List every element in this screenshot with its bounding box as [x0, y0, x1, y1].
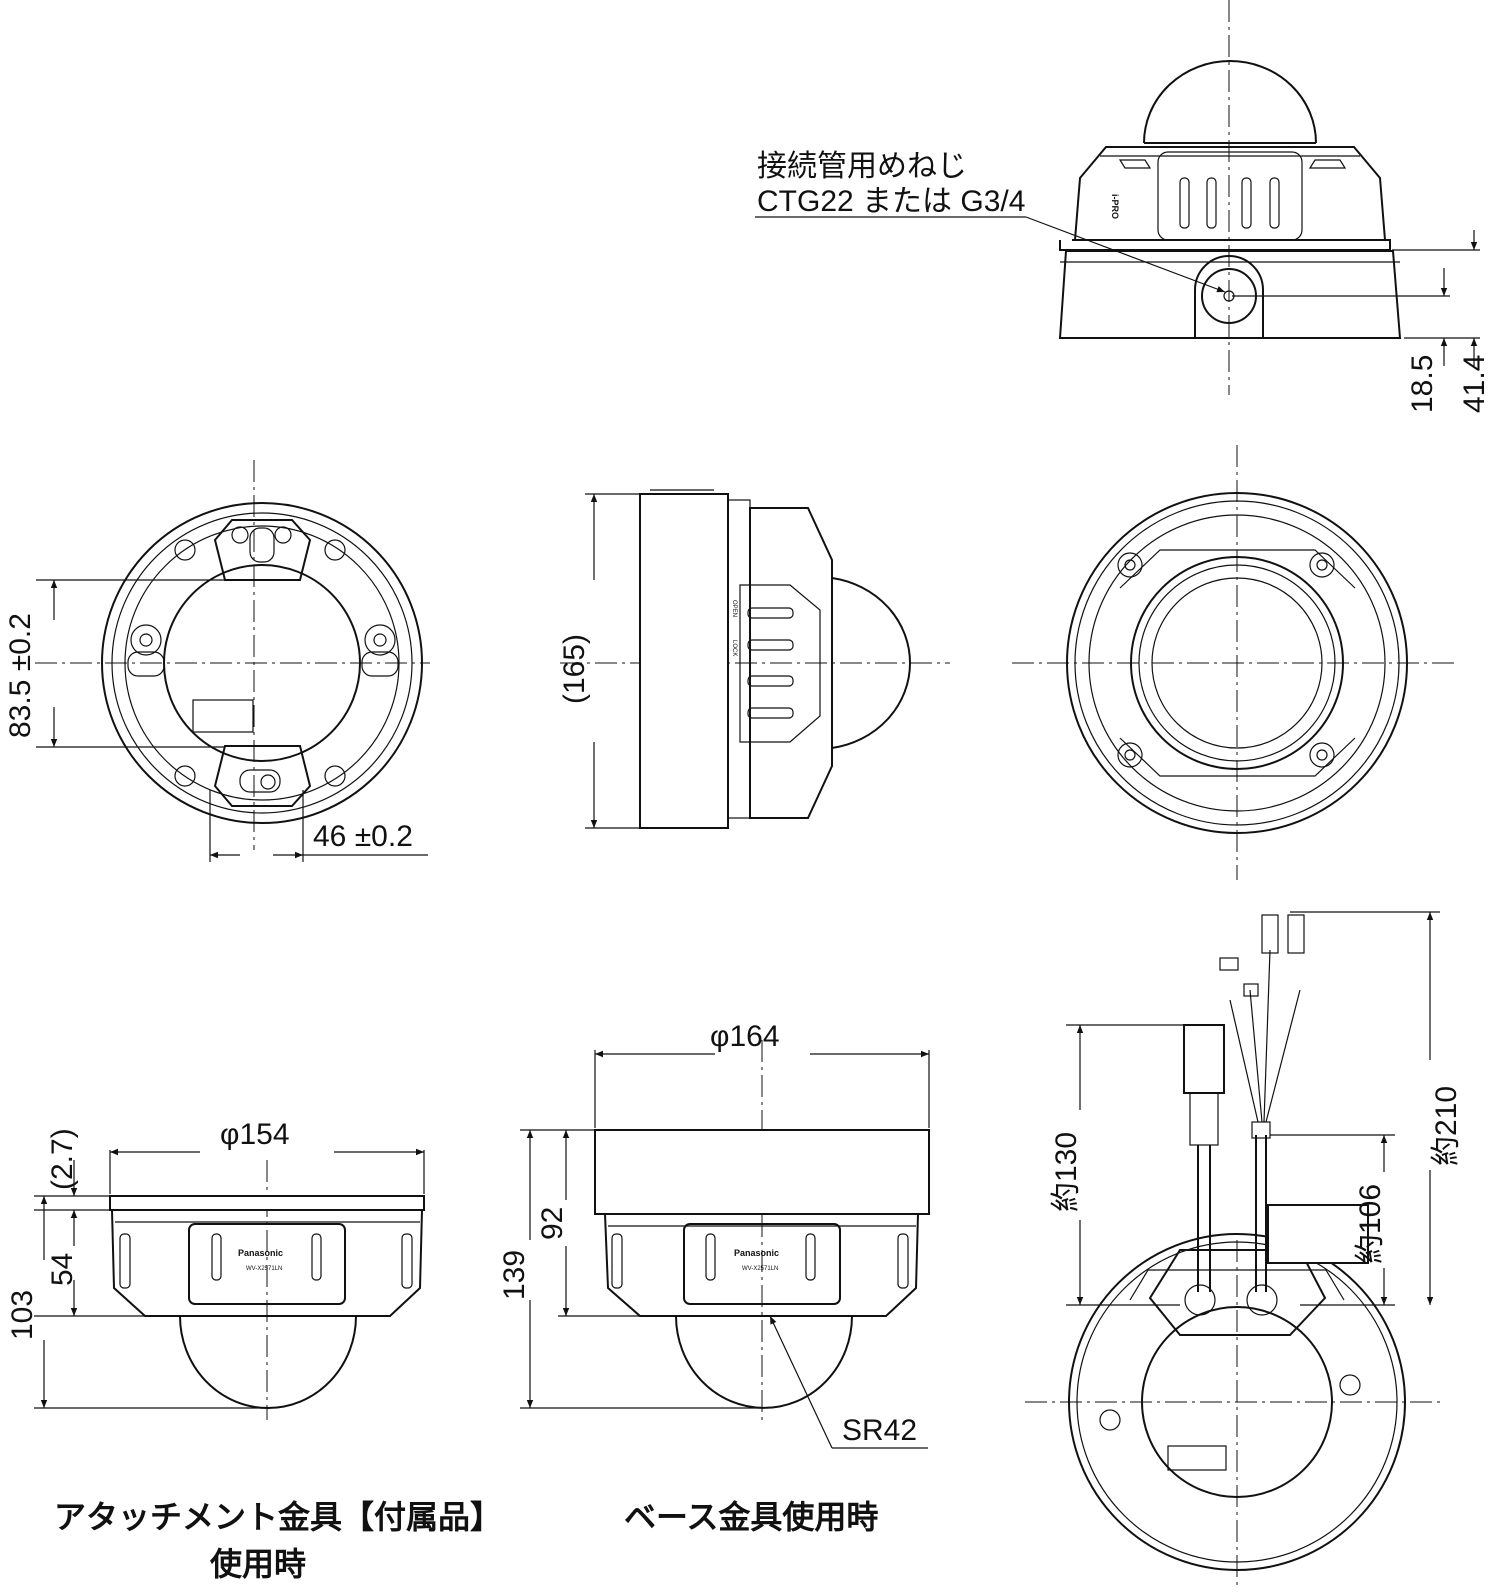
dim-sr42: SR42: [842, 1414, 917, 1447]
model-label-base: WV-X2571LN: [742, 1266, 778, 1272]
dim-2-7: (2.7): [46, 1128, 79, 1190]
side-view: OPEN LOCK (165): [558, 489, 950, 829]
lock-label: LOCK: [731, 640, 737, 656]
callout-thread-line2: CTG22 または G3/4: [757, 185, 1025, 218]
caption-attachment-line1: アタッチメント金具【付属品】: [54, 1498, 502, 1536]
dim-18-5: 18.5: [1406, 355, 1439, 413]
attachment-view: Panasonic WV-X2571LN φ154 (2.7) 54 103 ア…: [6, 1118, 502, 1583]
dim-139: 139: [498, 1250, 531, 1300]
dim-83-5: 83.5 ±0.2: [4, 613, 37, 738]
dim-106: 約106: [1354, 1184, 1387, 1264]
model-label-attachment: WV-X2571LN: [246, 1266, 282, 1272]
brand-label-base: Panasonic: [734, 1248, 779, 1258]
dim-92: 92: [536, 1207, 569, 1240]
top-view: i-PRO 接続管用めねじ CTG22 または G3/4 18.5 41.4: [755, 0, 1490, 413]
base-bottom-view: 83.5 ±0.2 46 ±0.2: [4, 460, 430, 862]
base-mount-view: Panasonic WV-X2571LN φ164 92 139 SR42 ベー…: [498, 1020, 930, 1536]
dim-165: (165): [558, 634, 591, 704]
brand-label-attachment: Panasonic: [238, 1248, 283, 1258]
dim-130: 約130: [1050, 1132, 1083, 1212]
caption-base-mount: ベース金具使用時: [624, 1498, 878, 1536]
front-bottom-view: [1012, 445, 1455, 880]
dim-54: 54: [46, 1253, 79, 1286]
dim-41-4: 41.4: [1458, 355, 1490, 413]
caption-attachment-line2: 使用時: [209, 1545, 306, 1583]
dim-103: 103: [6, 1290, 39, 1340]
callout-thread-line1: 接続管用めねじ: [757, 150, 967, 183]
dim-210: 約210: [1430, 1086, 1463, 1166]
cable-view: 約130 約106 約210: [1025, 911, 1463, 1590]
ipro-logo-text: i-PRO: [1110, 194, 1120, 219]
dim-phi164: φ164: [710, 1020, 780, 1053]
dim-46: 46 ±0.2: [313, 820, 413, 853]
open-label: OPEN: [731, 600, 737, 617]
dim-phi154: φ154: [220, 1118, 290, 1151]
